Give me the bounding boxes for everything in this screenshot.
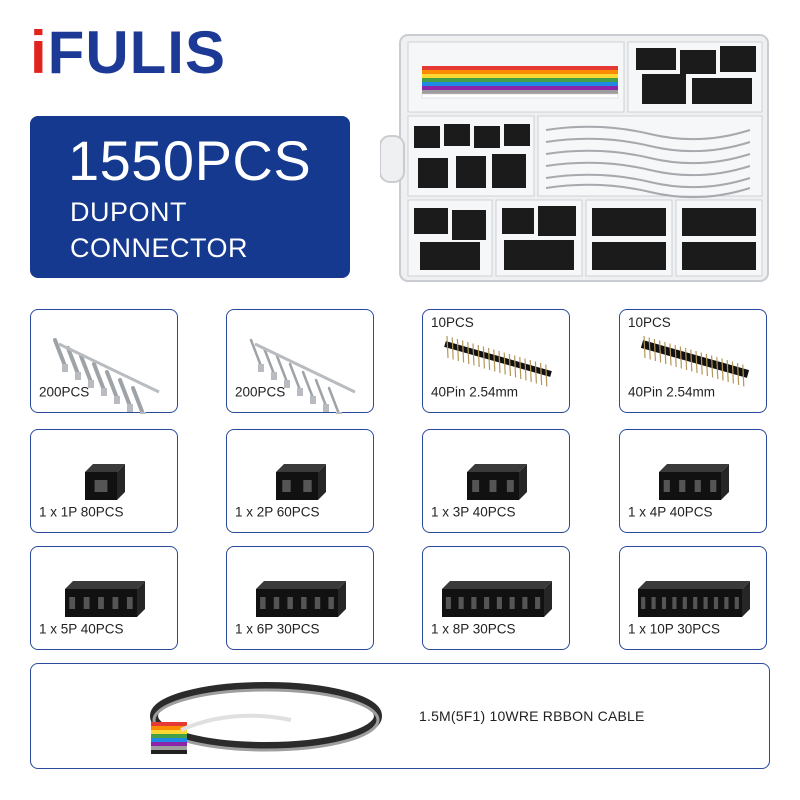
pin-header-icon [640, 335, 750, 387]
male-crimp-pins-icon [249, 338, 356, 414]
item-description-label: 1 x 10P 30PCS [628, 621, 721, 637]
item-description-label: 1 x 1P 80PCS [39, 504, 124, 520]
item-card: 1 x 4P 40PCS [619, 429, 767, 533]
item-card: 200PCS [226, 309, 374, 414]
item-card: 1 x 5P 40PCS [30, 546, 178, 650]
item-description-label: 200PCS [235, 384, 286, 400]
housing-6p-icon [256, 581, 346, 617]
housing-5p-icon [65, 581, 145, 617]
housing-4p-icon [659, 464, 729, 500]
housing-1p-icon [85, 464, 125, 500]
item-card: 1 x 8P 30PCS [422, 546, 570, 650]
housing-8p-icon [442, 581, 552, 617]
brand-logo: iFULIS [30, 22, 230, 84]
banner-line-connector: CONNECTOR [70, 233, 249, 263]
ribbon-cable-card: 1.5M(5F1) 10WRE RBBON CABLE [30, 663, 770, 769]
item-card: 1 x 1P 80PCS [30, 429, 178, 533]
item-description-label: 1 x 6P 30PCS [235, 621, 320, 637]
promo-banner: 1550PCS DUPONT CONNECTOR [30, 116, 350, 278]
rainbow-ribbon-cable-icon [150, 682, 382, 754]
item-description-label: 40Pin 2.54mm [628, 384, 716, 400]
piece-count: 1550PCS [68, 129, 312, 192]
banner-line-dupont: DUPONT [70, 197, 187, 227]
item-description-label: 1 x 3P 40PCS [431, 504, 516, 520]
item-description-label: 40Pin 2.54mm [431, 384, 519, 400]
pin-header-icon [444, 335, 552, 387]
item-description-label: 200PCS [39, 384, 90, 400]
logo-letters: FULIS [47, 19, 226, 86]
storage-box-image [380, 34, 769, 282]
female-crimp-pins-icon [53, 338, 160, 414]
item-card: 10PCS 40Pin 2.54mm [619, 309, 767, 413]
item-card: 200PCS [30, 309, 178, 414]
item-card: 1 x 3P 40PCS [422, 429, 570, 533]
item-card: 1 x 6P 30PCS [226, 546, 374, 650]
housing-3p-icon [467, 464, 527, 500]
item-description-label: 1 x 8P 30PCS [431, 621, 516, 637]
cable-label: 1.5M(5F1) 10WRE RBBON CABLE [419, 708, 645, 724]
ribbon-coil-in-box [421, 66, 619, 99]
item-description-label: 1 x 4P 40PCS [628, 504, 713, 520]
item-card: 10PCS 40Pin 2.54mm [422, 309, 570, 413]
item-card: 1 x 10P 30PCS [619, 546, 767, 650]
housing-10p-icon [638, 581, 750, 617]
logo-letter-i: i [30, 19, 48, 86]
housing-2p-icon [276, 464, 326, 500]
item-quantity-label: 10PCS [431, 315, 474, 330]
item-description-label: 1 x 5P 40PCS [39, 621, 124, 637]
item-card: 1 x 2P 60PCS [226, 429, 374, 533]
item-description-label: 1 x 2P 60PCS [235, 504, 320, 520]
item-quantity-label: 10PCS [628, 315, 671, 330]
